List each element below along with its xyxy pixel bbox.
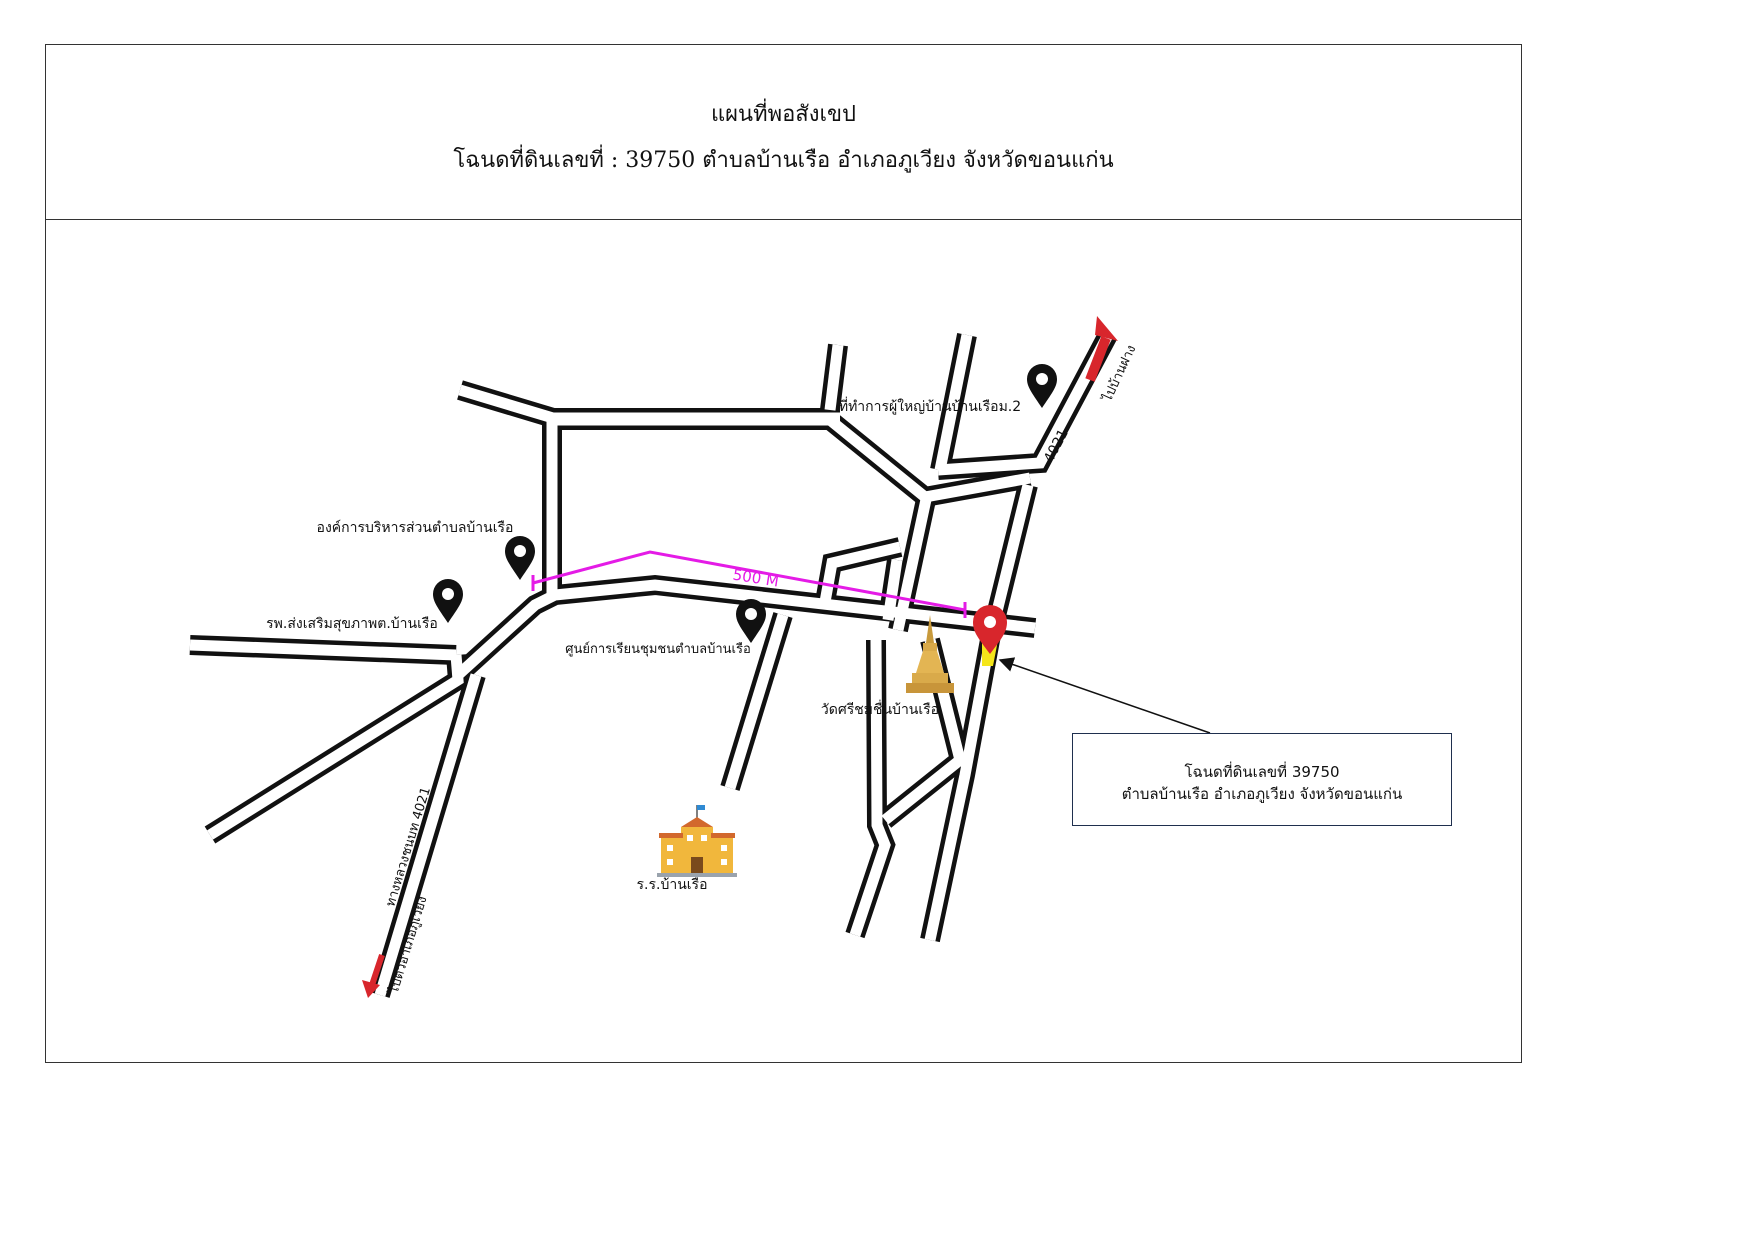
map-sheet-frame [45, 44, 1522, 1063]
map-header: แผนที่พอสังเขป โฉนดที่ดินเลขที่ : 39750 … [45, 44, 1522, 220]
label-learning-center: ศูนย์การเรียนชุมชนตำบลบ้านเรือ [565, 641, 751, 657]
school-icon [657, 805, 737, 877]
callout-line-2: ตำบลบ้านเรือ อำเภอภูเวียง จังหวัดขอนแก่น [1121, 785, 1403, 803]
map-subtitle: โฉนดที่ดินเลขที่ : 39750 ตำบลบ้านเรือ อำ… [453, 148, 1114, 173]
target-land-pin-icon [973, 605, 1007, 666]
callout-line-1: โฉนดที่ดินเลขที่ 39750 [1184, 763, 1340, 781]
pin-village-head-office-icon [1027, 364, 1057, 408]
scale-bar [531, 550, 967, 618]
label-hospital: รพ.ส่งเสริมสุขภาพต.บ้านเรือ [266, 616, 438, 632]
road-map: 500 M [189, 316, 1211, 998]
road-network [189, 330, 1117, 998]
label-village-head-office: ที่ทำการผู้ใหญ่บ้านบ้านเรือม.2 [839, 397, 1021, 415]
map-title: แผนที่พอสังเขป [710, 102, 857, 127]
callout-leader-arrow [998, 657, 1211, 734]
label-sao: องค์การบริหารส่วนตำบลบ้านเรือ [317, 519, 514, 536]
land-title-callout: โฉนดที่ดินเลขที่ 39750 ตำบลบ้านเรือ อำเภ… [1072, 733, 1452, 826]
pin-hospital-icon [433, 579, 463, 623]
pin-sao-icon [505, 536, 535, 580]
arrow-to-phu-wiang-icon [362, 954, 385, 998]
label-temple: วัดศรีชมชื่นบ้านเรือ [821, 700, 939, 718]
arrow-to-ban-fang-icon [1085, 316, 1118, 382]
label-school: ร.ร.บ้านเรือ [637, 877, 708, 893]
temple-icon [906, 615, 954, 693]
pin-learning-center-icon [736, 599, 766, 643]
